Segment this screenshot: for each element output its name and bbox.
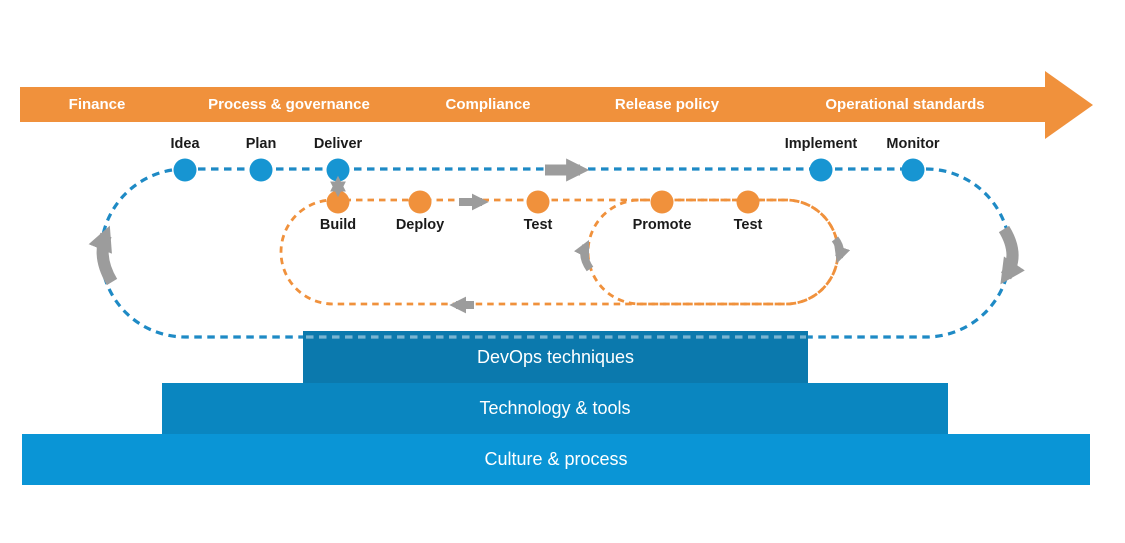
banner-label-operational-standards: Operational standards [825, 96, 985, 113]
orange-promote-loop-outline [586, 198, 840, 306]
arrow-up-curve-large-icon [88, 225, 118, 286]
banner-label-finance: Finance [68, 96, 126, 113]
label-implement: Implement [784, 136, 858, 152]
node-implement [809, 158, 833, 182]
node-deploy [408, 190, 432, 214]
node-plan [249, 158, 273, 182]
foundation-label-culture-process: Culture & process [484, 449, 628, 469]
arrow-up-curve-small-icon [573, 239, 594, 272]
banner-label-compliance: Compliance [445, 96, 531, 113]
foundation-label-devops-techniques: DevOps techniques [476, 346, 635, 367]
label-plan: Plan [245, 136, 277, 152]
orange-build-loop-outline [279, 198, 840, 306]
governance-banner [20, 87, 1045, 122]
node-deliver [326, 158, 350, 182]
node-test [526, 190, 550, 214]
label-monitor: Monitor [886, 136, 940, 152]
label-deploy: Deploy [395, 217, 445, 233]
label-test-2: Test [733, 217, 763, 233]
label-promote: Promote [632, 217, 692, 233]
foundation-bar-technology-tools: Technology & tools [162, 383, 948, 434]
banner-label-release-policy: Release policy [614, 96, 720, 113]
foundation-bar-culture-process: Culture & process [22, 434, 1090, 485]
node-monitor [901, 158, 925, 182]
label-idea: Idea [170, 136, 200, 152]
blue-loop-outline [99, 167, 1012, 339]
arrow-down-curve-large-icon [998, 225, 1025, 285]
node-build [326, 190, 350, 214]
arrow-down-curve-small-icon [831, 236, 851, 264]
node-idea [173, 158, 197, 182]
label-deliver: Deliver [313, 136, 363, 152]
label-build: Build [319, 217, 357, 233]
foundation-bar-devops-techniques: DevOps techniques [303, 331, 808, 383]
foundation-label-technology-tools: Technology & tools [479, 398, 631, 418]
node-promote [650, 190, 674, 214]
banner-arrowhead-icon [1045, 71, 1093, 139]
node-test-2 [736, 190, 760, 214]
label-test: Test [523, 217, 553, 233]
banner-label-process-governance: Process & governance [208, 96, 370, 113]
